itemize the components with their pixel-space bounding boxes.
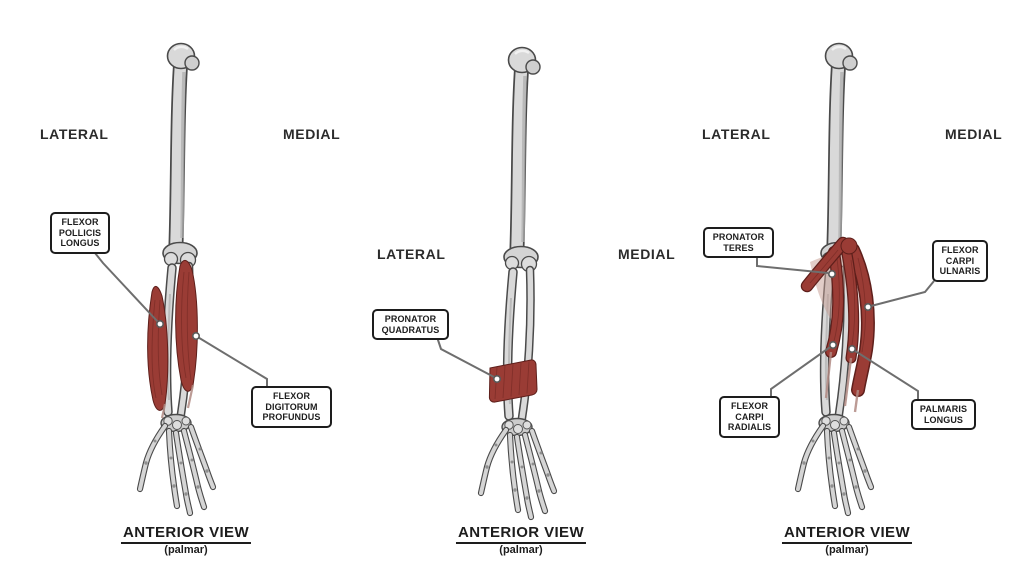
arm-skeleton-middle xyxy=(481,48,554,518)
label-line: CARPI xyxy=(945,255,975,266)
label-flexor-carpi-ulnaris: FLEXOR CARPI ULNARIS xyxy=(932,240,988,282)
label-line: QUADRATUS xyxy=(381,324,440,335)
label-flexor-pollicis-longus: FLEXOR POLLICIS LONGUS xyxy=(50,212,110,254)
muscles-superficial-flexors xyxy=(800,236,875,413)
label-pronator-quadratus: PRONATOR QUADRATUS xyxy=(372,309,449,340)
label-line: DIGITORUM xyxy=(265,401,318,412)
muscle-pronator-quadratus xyxy=(488,359,538,403)
label-line: RADIALIS xyxy=(727,422,772,432)
caption-anterior-view-3: ANTERIOR VIEW xyxy=(781,524,913,544)
label-line: FLEXOR xyxy=(941,245,979,255)
leader-lines xyxy=(94,252,935,399)
label-line: LONGUS xyxy=(60,238,100,248)
label-palmaris-longus: PALMARIS LONGUS xyxy=(911,399,976,430)
label-line: PROFUNDUS xyxy=(262,412,321,422)
label-line: FLEXOR xyxy=(730,401,769,411)
side-label-lateral-3: LATERAL xyxy=(702,126,771,142)
label-line: FLEXOR xyxy=(61,217,99,227)
label-flexor-carpi-radialis: FLEXOR CARPI RADIALIS xyxy=(719,396,780,438)
label-line: LONGUS xyxy=(923,414,964,425)
caption-anterior-view-2: ANTERIOR VIEW xyxy=(455,524,587,544)
side-label-lateral-1: LATERAL xyxy=(40,126,109,142)
arm-skeleton-left xyxy=(140,44,213,514)
caption-palmar-1: (palmar) xyxy=(164,544,208,556)
label-line: FLEXOR xyxy=(272,391,311,401)
side-label-medial-1: MEDIAL xyxy=(283,126,341,142)
side-label-lateral-2: LATERAL xyxy=(377,246,446,262)
side-label-medial-2: MEDIAL xyxy=(618,246,676,262)
caption-palmar-2: (palmar) xyxy=(499,544,543,556)
label-line: ULNARIS xyxy=(939,266,981,276)
label-line: PRONATOR xyxy=(712,232,765,242)
label-line: POLLICIS xyxy=(58,227,102,238)
label-flexor-digitorum-profundus: FLEXOR DIGITORUM PROFUNDUS xyxy=(251,386,332,428)
caption-anterior-view-1: ANTERIOR VIEW xyxy=(120,524,252,544)
leader-dots xyxy=(156,269,872,383)
label-line: TERES xyxy=(723,242,754,253)
label-line: PALMARIS xyxy=(919,404,968,414)
label-pronator-teres: PRONATOR TERES xyxy=(703,227,774,258)
label-line: CARPI xyxy=(735,411,764,422)
label-line: PRONATOR xyxy=(384,314,437,324)
side-label-medial-3: MEDIAL xyxy=(945,126,1003,142)
caption-palmar-3: (palmar) xyxy=(825,544,869,556)
